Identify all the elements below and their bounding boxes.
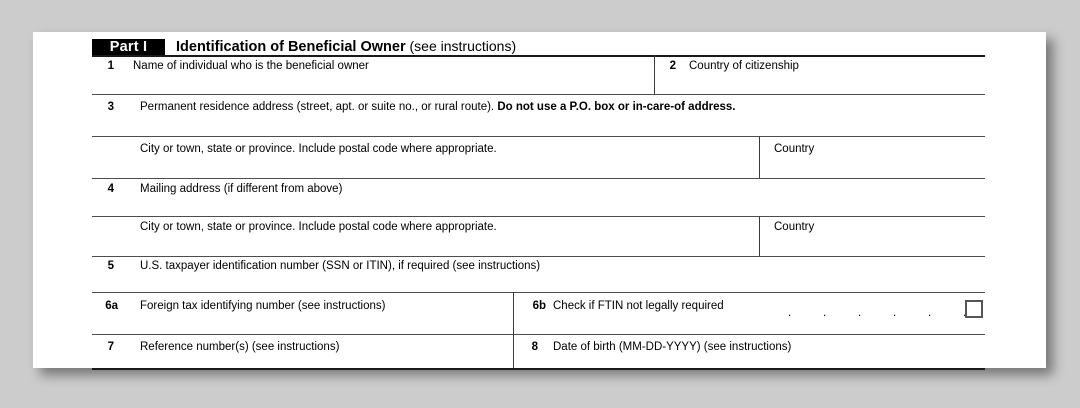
line-3-city-input[interactable] xyxy=(140,158,740,174)
line-1-label: Name of individual who is the beneficial… xyxy=(133,60,369,72)
rule-under-line-5 xyxy=(92,292,985,293)
line-2-input[interactable] xyxy=(689,75,969,91)
line-6a-input[interactable] xyxy=(140,315,500,331)
line-6a-number: 6a xyxy=(105,300,118,312)
rule-under-part-banner xyxy=(92,55,985,57)
line-4-city-label: City or town, state or province. Include… xyxy=(140,221,497,233)
line-4-city-input[interactable] xyxy=(140,236,740,252)
line-8-number: 8 xyxy=(531,341,538,353)
line-8-input[interactable] xyxy=(553,356,973,367)
line-4-country-input[interactable] xyxy=(774,236,974,252)
divider-city-country-2 xyxy=(759,216,760,256)
line-6b-dot-leaders: . . . . . . . . . . . . . . xyxy=(788,307,996,319)
divider-city-country-1 xyxy=(759,136,760,178)
rule-under-city-2 xyxy=(92,256,985,257)
line-5-number: 5 xyxy=(107,260,114,272)
line-4-country-label: Country xyxy=(774,221,815,233)
rule-under-line-1 xyxy=(92,94,985,95)
rule-bottom xyxy=(92,368,985,370)
line-1-input[interactable] xyxy=(133,75,638,91)
divider-line-7-8 xyxy=(513,334,514,368)
line-3-label: Permanent residence address (street, apt… xyxy=(140,101,735,113)
line-3-number: 3 xyxy=(107,101,114,113)
line-6b-number: 6b xyxy=(532,300,546,312)
line-1-number: 1 xyxy=(107,60,114,72)
line-3-country-label: Country xyxy=(774,143,815,155)
line-8-label: Date of birth (MM-DD-YYYY) (see instruct… xyxy=(553,341,792,353)
line-3-label-normal: Permanent residence address (street, apt… xyxy=(140,101,495,113)
form-page-sheet: Part I Identification of Beneficial Owne… xyxy=(33,32,1046,370)
part-i-banner: Part I Identification of Beneficial Owne… xyxy=(92,38,985,55)
part-number-tag: Part I xyxy=(92,39,165,55)
divider-line-6a-6b xyxy=(513,292,514,334)
rule-under-line-3 xyxy=(92,136,985,137)
line-4-number: 4 xyxy=(107,183,114,195)
line-4-label: Mailing address (if different from above… xyxy=(140,183,343,195)
line-6b-label: Check if FTIN not legally required xyxy=(553,300,724,312)
part-title-main: Identification of Beneficial Owner xyxy=(176,39,406,55)
line-7-number: 7 xyxy=(107,341,114,353)
rule-under-city-1 xyxy=(92,178,985,179)
line-6b-checkbox[interactable] xyxy=(965,300,983,318)
rule-under-line-4 xyxy=(92,216,985,217)
rule-under-line-6a xyxy=(92,334,985,335)
line-3-input[interactable] xyxy=(140,116,740,132)
line-5-input[interactable] xyxy=(140,275,840,289)
line-7-label: Reference number(s) (see instructions) xyxy=(140,341,340,353)
line-3-label-bold: Do not use a P.O. box or in-care-of addr… xyxy=(497,101,736,113)
line-4-input[interactable] xyxy=(140,198,740,212)
line-3-city-label: City or town, state or province. Include… xyxy=(140,143,497,155)
form-part-i-block: Part I Identification of Beneficial Owne… xyxy=(92,38,996,370)
line-5-label: U.S. taxpayer identification number (SSN… xyxy=(140,260,541,272)
divider-line-1-2 xyxy=(654,55,655,94)
part-title-suffix: (see instructions) xyxy=(405,38,517,54)
line-3-country-input[interactable] xyxy=(774,158,974,174)
line-2-label: Country of citizenship xyxy=(689,60,799,72)
line-7-input[interactable] xyxy=(140,356,500,367)
line-2-number: 2 xyxy=(669,60,676,72)
part-title: Identification of Beneficial Owner (see … xyxy=(176,38,516,55)
line-6a-label: Foreign tax identifying number (see inst… xyxy=(140,300,386,312)
